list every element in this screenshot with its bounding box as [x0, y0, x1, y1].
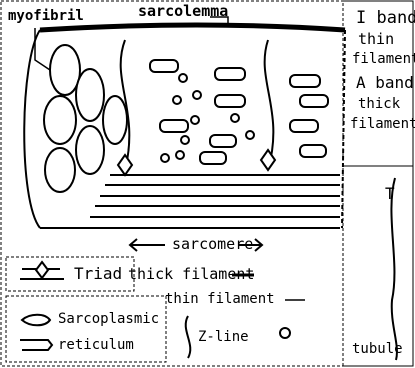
- label-i-band: I band: [356, 10, 415, 27]
- label-reticulum: reticulum: [58, 338, 134, 352]
- myofibril-cross-section: [44, 45, 127, 192]
- triad-markers: [118, 150, 275, 175]
- label-sarcolemma: sarcolemma: [138, 4, 228, 19]
- myofibril-bands: [90, 175, 340, 217]
- small-circles: [161, 74, 254, 162]
- label-thin-1: thin: [358, 32, 394, 47]
- label-thick-1: thick: [358, 97, 400, 111]
- fiber-left-end: [24, 30, 40, 228]
- z-line-symbol: [186, 316, 191, 358]
- sr-legend-icon: [20, 315, 52, 350]
- label-sarcoplasmic: Sarcoplasmic: [58, 312, 159, 326]
- label-a-band: A band: [356, 75, 414, 91]
- label-triad: Triad: [74, 266, 122, 282]
- t-tubule-line: [391, 178, 397, 360]
- circle-symbol: [280, 328, 290, 338]
- sarcolemma-edge: [40, 25, 345, 30]
- triad-legend-icon: [20, 262, 64, 279]
- label-thick-filament: thick filament: [128, 267, 254, 282]
- z-line-curves: [121, 40, 274, 170]
- label-thin-filament: thin filament: [165, 292, 275, 306]
- label-z-line: Z-line: [198, 330, 249, 344]
- label-sarcomere: sarcomere: [172, 237, 253, 252]
- t-tubule-frame: [343, 166, 413, 366]
- label-tubule: tubule: [352, 342, 403, 356]
- sarcoplasmic-reticulum: [150, 60, 328, 164]
- label-t: T: [385, 186, 395, 202]
- label-myofibril: myofibril: [8, 9, 84, 23]
